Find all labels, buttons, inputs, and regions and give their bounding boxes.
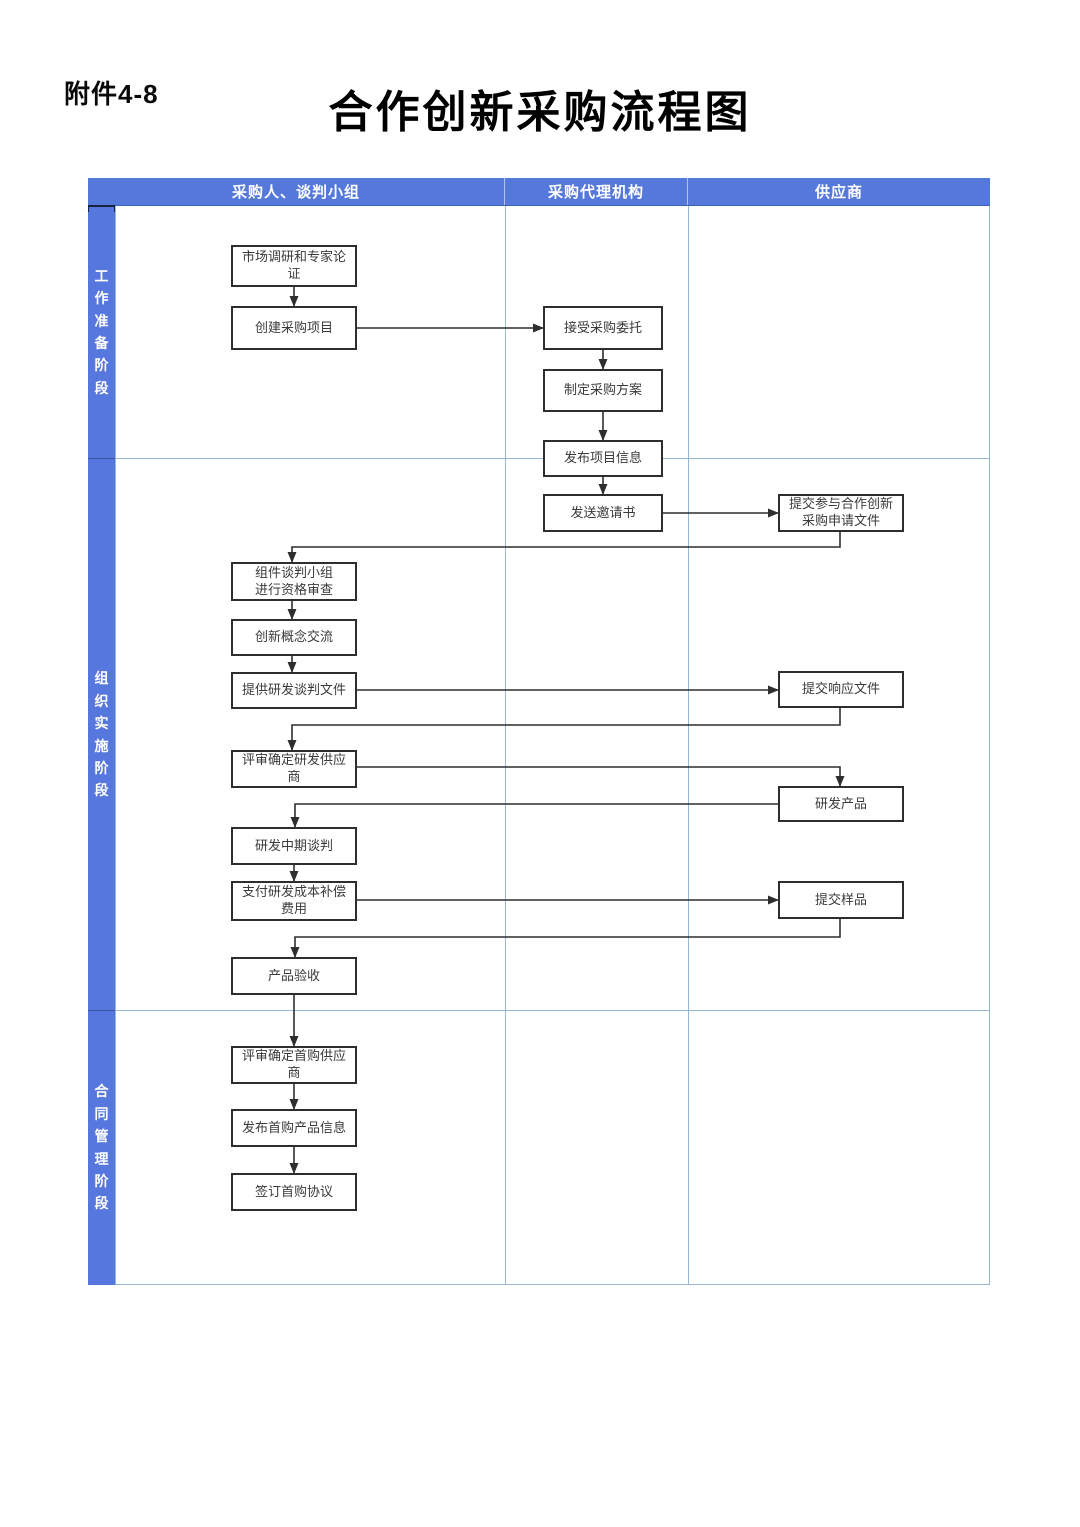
node-pay-rd-cost-compensation: 支付研发成本补偿费用 bbox=[231, 881, 357, 921]
sidebar-top-notch bbox=[88, 205, 115, 212]
node-rd-product: 研发产品 bbox=[778, 786, 904, 822]
column-header-supplier: 供应商 bbox=[814, 184, 863, 201]
node-publish-first-purchase-product-info: 发布首购产品信息 bbox=[231, 1109, 357, 1147]
column-header-procurement-agency: 采购代理机构 bbox=[505, 178, 688, 205]
node-provide-rd-negotiation-docs: 提供研发谈判文件 bbox=[231, 672, 357, 709]
grid-line-column-2-3 bbox=[688, 206, 689, 1285]
node-create-procurement-project: 创建采购项目 bbox=[231, 306, 357, 350]
node-send-invitation: 发送邀请书 bbox=[543, 494, 663, 532]
grid-line-bottom-border bbox=[88, 1284, 990, 1285]
edge-sample-to-acceptance bbox=[290, 919, 841, 958]
edge-application-to-qualification bbox=[287, 532, 841, 563]
grid-line-sidebar-right bbox=[115, 206, 116, 1285]
phase-sidebar: 工 作 准 备 阶 段组 织 实 施 阶 段合 同 管 理 阶 段 bbox=[88, 206, 115, 1285]
node-accept-procurement-commission: 接受采购委托 bbox=[543, 306, 663, 350]
node-form-team-qualification-review: 组件谈判小组 进行资格审查 bbox=[231, 562, 357, 601]
node-market-research: 市场调研和专家论证 bbox=[231, 245, 357, 287]
column-header-purchaser-team: 采购人、谈判小组 bbox=[88, 178, 505, 205]
node-innovation-concept-exchange: 创新概念交流 bbox=[231, 619, 357, 656]
attachment-label: 附件4-8 bbox=[64, 79, 159, 109]
node-submit-application-docs: 提交参与合作创新 采购申请文件 bbox=[778, 494, 904, 532]
edge-review-rd-to-rd-product bbox=[357, 766, 845, 787]
phase-label-2: 组 织 实 施 阶 段 bbox=[88, 458, 115, 1010]
grid-line-phase-2-3 bbox=[115, 1010, 990, 1011]
phase-label-3: 合 同 管 理 阶 段 bbox=[88, 1010, 115, 1284]
node-product-acceptance: 产品验收 bbox=[231, 957, 357, 995]
edge-response-to-review-rd bbox=[287, 708, 841, 751]
node-rd-midterm-negotiation: 研发中期谈判 bbox=[231, 827, 357, 865]
node-sign-first-purchase-agreement: 签订首购协议 bbox=[231, 1173, 357, 1211]
node-submit-sample: 提交样品 bbox=[778, 881, 904, 919]
node-review-determine-first-purchase-supplier: 评审确定首购供应商 bbox=[231, 1046, 357, 1084]
phase-label-1: 工 作 准 备 阶 段 bbox=[94, 267, 109, 396]
edge-rd-product-to-midterm bbox=[290, 803, 778, 828]
grid-line-right-border bbox=[989, 206, 990, 1285]
node-formulate-procurement-plan: 制定采购方案 bbox=[543, 369, 663, 412]
node-submit-response-docs: 提交响应文件 bbox=[778, 671, 904, 708]
grid-line-column-1-2 bbox=[505, 206, 506, 1285]
page-title: 合作创新采购流程图 bbox=[328, 88, 752, 137]
node-review-determine-rd-supplier: 评审确定研发供应商 bbox=[231, 750, 357, 788]
swimlane-header: 采购人、谈判小组 采购代理机构 供应商 bbox=[88, 178, 990, 206]
node-publish-project-info: 发布项目信息 bbox=[543, 440, 663, 477]
